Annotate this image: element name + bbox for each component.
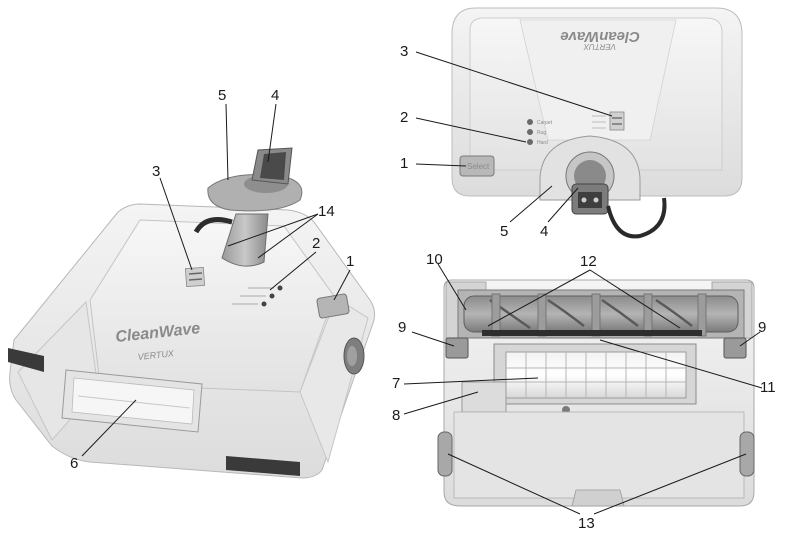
callout-3-top: 3: [400, 43, 408, 60]
brand-logo-top: CleanWave: [560, 28, 640, 45]
callout-13: 13: [578, 515, 595, 532]
lamp-grid: [506, 352, 686, 398]
callout-9-right: 9: [758, 319, 766, 336]
edge-strip: [482, 330, 702, 336]
callout-14: 14: [318, 203, 335, 220]
maker-logo-left: VERTUX: [137, 348, 175, 362]
callout-2-left: 2: [312, 235, 320, 252]
callout-9-left: 9: [398, 319, 406, 336]
front-wheel-right: [739, 431, 755, 477]
bumper-left: [8, 348, 44, 372]
mode-label-carpet: Carpet: [537, 120, 553, 126]
callout-1-left: 1: [346, 253, 354, 270]
top-cover: [89, 219, 335, 393]
latch-right[interactable]: [723, 337, 747, 359]
front-wheel-left: [437, 431, 453, 477]
callout-6: 6: [70, 455, 78, 472]
underside-view: [437, 279, 755, 507]
callout-5-left: 5: [218, 87, 226, 104]
bumper-front: [226, 456, 300, 476]
led-rug: [527, 129, 533, 135]
led-carpet: [527, 119, 533, 125]
callout-12: 12: [580, 253, 597, 270]
maker-logo-top: VERTUX: [583, 42, 616, 51]
callout-5-top: 5: [500, 223, 508, 240]
callout-11: 11: [760, 379, 776, 396]
callout-numbers: 5 4 3 14 2 1 6 3 2 1 5 4 10 12 9 9 7 11 …: [70, 43, 776, 532]
mode-indicator: [184, 266, 206, 288]
uv-lamp: [505, 351, 687, 399]
leader-lines: [81, 51, 763, 515]
latch-left[interactable]: [445, 337, 469, 359]
power-cord: [606, 197, 667, 239]
mode-label-hard: Hard: [537, 140, 548, 146]
callout-7: 7: [392, 375, 400, 392]
callout-1-top: 1: [400, 155, 408, 172]
led-hard-left: [261, 301, 267, 307]
callout-2-top: 2: [400, 109, 408, 126]
cover-plate: [461, 381, 507, 413]
callout-8: 8: [392, 407, 400, 424]
callout-4-left: 4: [271, 87, 279, 104]
led-rug-left: [269, 293, 275, 299]
led-carpet-left: [277, 285, 283, 291]
mode-indicator-top: [609, 111, 625, 131]
select-button-label: Select: [467, 162, 490, 171]
callout-10: 10: [426, 251, 443, 268]
brush-roll: [463, 295, 739, 333]
top-view: CleanWave VERTUX Carpet Rug Hard Select: [451, 7, 743, 239]
select-button-left[interactable]: [316, 293, 350, 319]
led-hard: [527, 139, 533, 145]
perspective-view: CleanWave VERTUX: [8, 147, 376, 479]
callout-3-left: 3: [152, 163, 160, 180]
callout-4-top: 4: [540, 223, 548, 240]
mode-label-rug: Rug: [537, 130, 546, 136]
